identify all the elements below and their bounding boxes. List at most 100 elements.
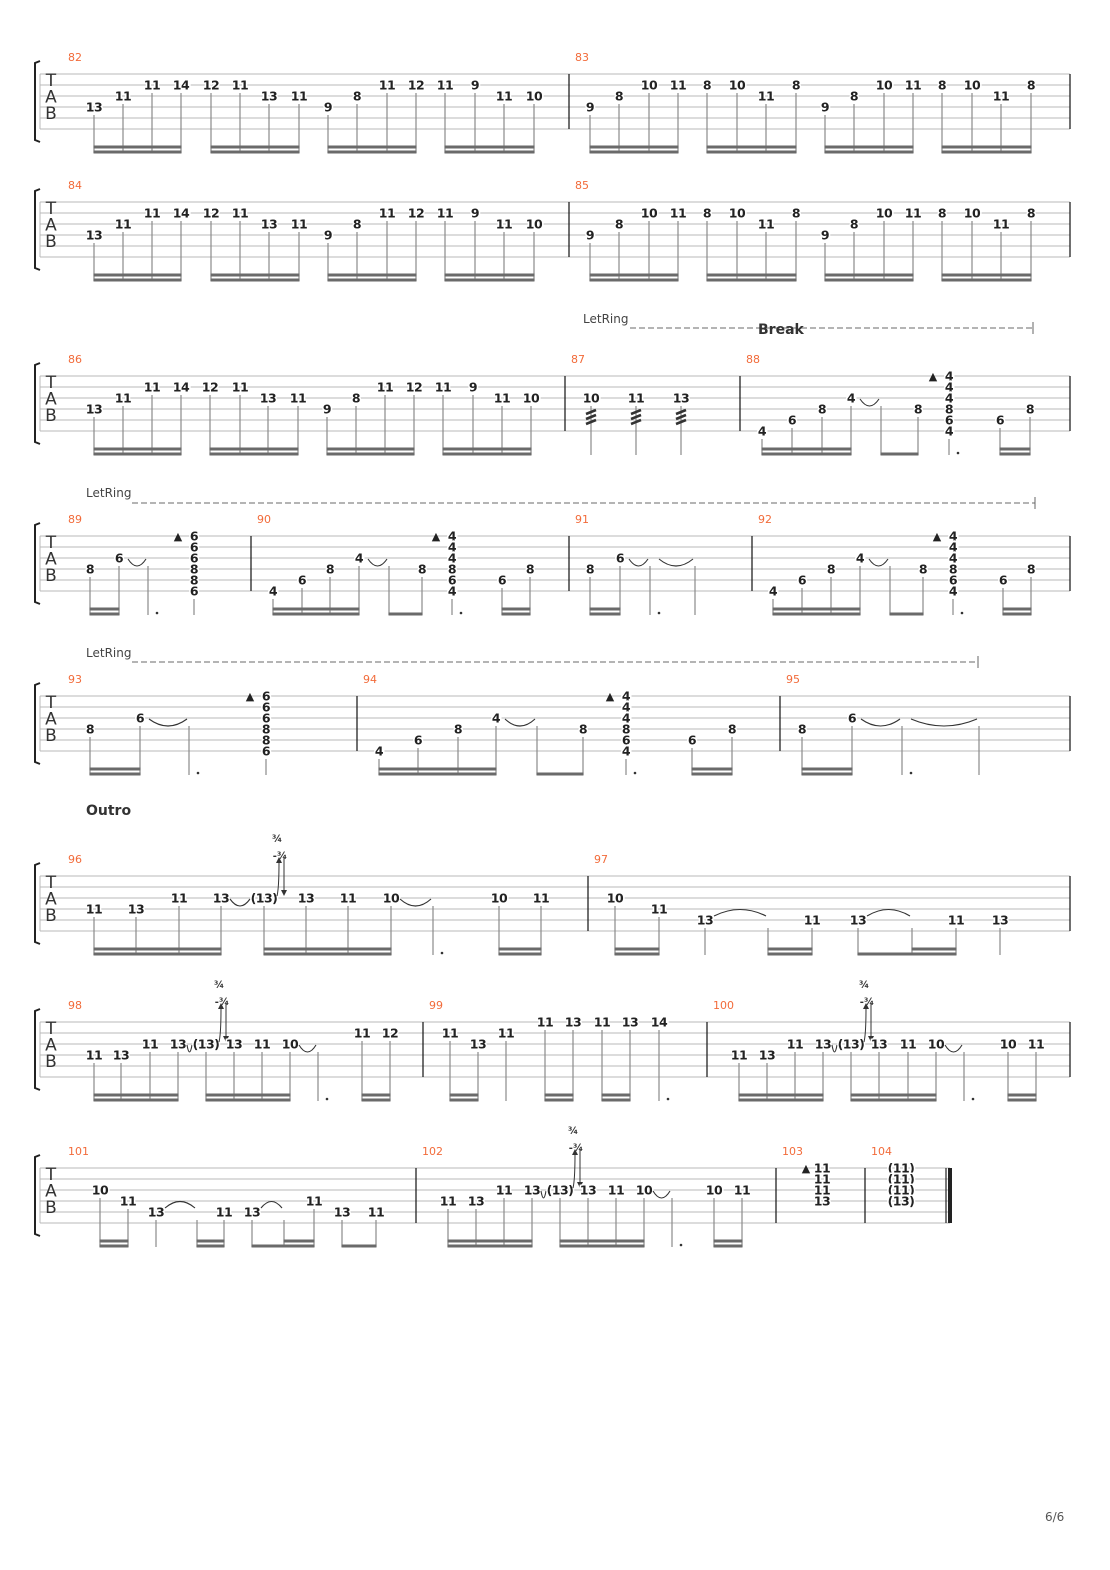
- note-event: 13: [466, 1192, 486, 1247]
- note-event: 13: [848, 911, 868, 955]
- note-event: 4: [767, 582, 780, 615]
- fret-number: 8: [586, 562, 594, 577]
- fret-number: 8: [622, 722, 630, 737]
- measure-number: 104: [871, 1145, 892, 1158]
- measure-number: 84: [68, 179, 82, 192]
- note-event: 14: [171, 378, 192, 455]
- rhythm-dot: [657, 611, 661, 615]
- fret-number: 13: [334, 1205, 350, 1220]
- note-event: 11: [494, 87, 514, 153]
- fret-number: 11: [494, 391, 510, 406]
- note-event: 8: [613, 87, 625, 153]
- measure-number: 89: [68, 513, 82, 526]
- note-event: 12: [200, 378, 220, 455]
- note-event: 11: [142, 378, 162, 455]
- note-event: 13: [296, 889, 316, 955]
- note-event: 8: [1025, 76, 1037, 153]
- fret-number: 11: [731, 1048, 747, 1063]
- note-event: 11: [729, 1046, 749, 1101]
- note-event: 11: [113, 87, 133, 153]
- tie-arc: [260, 1200, 283, 1209]
- note-event: 10: [381, 889, 402, 955]
- fret-number: 13: [814, 1194, 830, 1209]
- fret-number: 8: [190, 573, 198, 588]
- note-event: 11: [606, 1181, 626, 1247]
- fret-number: 11: [368, 1205, 384, 1220]
- note-event: 8: [701, 204, 713, 281]
- note-event: 11: [352, 1024, 372, 1101]
- note-event: 9: [584, 226, 596, 281]
- note-event: 8: [1024, 400, 1036, 455]
- fret-number: 6: [798, 573, 807, 588]
- fret-number: 4: [448, 584, 457, 599]
- measure-number: 101: [68, 1145, 89, 1158]
- fret-number: 13: [565, 1015, 581, 1030]
- bend-down-arrow-icon: [223, 1036, 229, 1042]
- accent-icon: ▲: [802, 1162, 811, 1175]
- note-event: 8: [452, 720, 464, 775]
- tie-arc: [164, 1200, 196, 1209]
- note-event: 13: [578, 1181, 598, 1247]
- bend-down-arrow-icon: [281, 890, 287, 896]
- fret-number: 8: [792, 78, 800, 93]
- fret-number: 11: [379, 206, 395, 221]
- fret-number: 11: [437, 206, 453, 221]
- fret-number: 11: [171, 891, 187, 906]
- note-event: 8: [84, 720, 96, 775]
- fret-number: 8: [818, 402, 826, 417]
- fret-number: 11: [115, 391, 131, 406]
- tremolo-slash: [675, 418, 687, 426]
- fret-number: 12: [202, 380, 218, 395]
- fret-number: 10: [876, 206, 893, 221]
- note-event: 10: [926, 1035, 947, 1101]
- fret-number: 8: [1026, 402, 1034, 417]
- bend-up-line: [572, 1153, 576, 1189]
- note-event: 8: [917, 560, 929, 615]
- tab-clef-letter: A: [45, 390, 57, 410]
- note-event: 8: [351, 215, 363, 281]
- fret-number: 11: [144, 78, 160, 93]
- note-event: 13: [563, 1013, 583, 1101]
- chord: (11)(11)(11)(13): [886, 1159, 916, 1210]
- system-bracket: [34, 862, 41, 945]
- tie-arc: [831, 1044, 838, 1053]
- fret-number: 11: [144, 380, 160, 395]
- fret-number: 10: [641, 78, 658, 93]
- note-event: 4: [373, 742, 386, 775]
- fret-number: 6: [115, 551, 124, 566]
- tie-arc: [229, 898, 251, 907]
- fret-number: 12: [203, 206, 219, 221]
- note-event: 8: [816, 400, 828, 455]
- note-event: 8: [350, 389, 362, 455]
- tab-clef-letter: B: [45, 726, 57, 746]
- fret-number: 11: [814, 1161, 830, 1176]
- note-event: 11: [1026, 1035, 1046, 1101]
- fret-number: 4: [448, 529, 457, 544]
- fret-number: 10: [583, 391, 600, 406]
- measure-number: 100: [713, 999, 734, 1012]
- fret-number: 8: [454, 722, 462, 737]
- fret-number: 10: [706, 1183, 723, 1198]
- fret-number: 8: [353, 217, 361, 232]
- fret-number: 11: [787, 1037, 803, 1052]
- bend-amount-label: ¾: [214, 980, 224, 991]
- note-event: 13: [126, 900, 146, 955]
- fret-number: 4: [949, 529, 958, 544]
- note-event: 10: [524, 87, 545, 153]
- fret-number: 4: [622, 744, 631, 759]
- note-event: [868, 558, 891, 615]
- fret-number: 11: [120, 1194, 136, 1209]
- note-event: 6: [614, 549, 627, 615]
- fret-number: 11: [628, 391, 644, 406]
- note-event: 6: [134, 709, 147, 775]
- fret-number: 8: [190, 562, 198, 577]
- note-event: [367, 558, 390, 615]
- fret-number: 13: [815, 1037, 831, 1052]
- note-event: 11: [377, 76, 397, 153]
- note-event: 12: [404, 378, 424, 455]
- fret-number: 6: [999, 573, 1008, 588]
